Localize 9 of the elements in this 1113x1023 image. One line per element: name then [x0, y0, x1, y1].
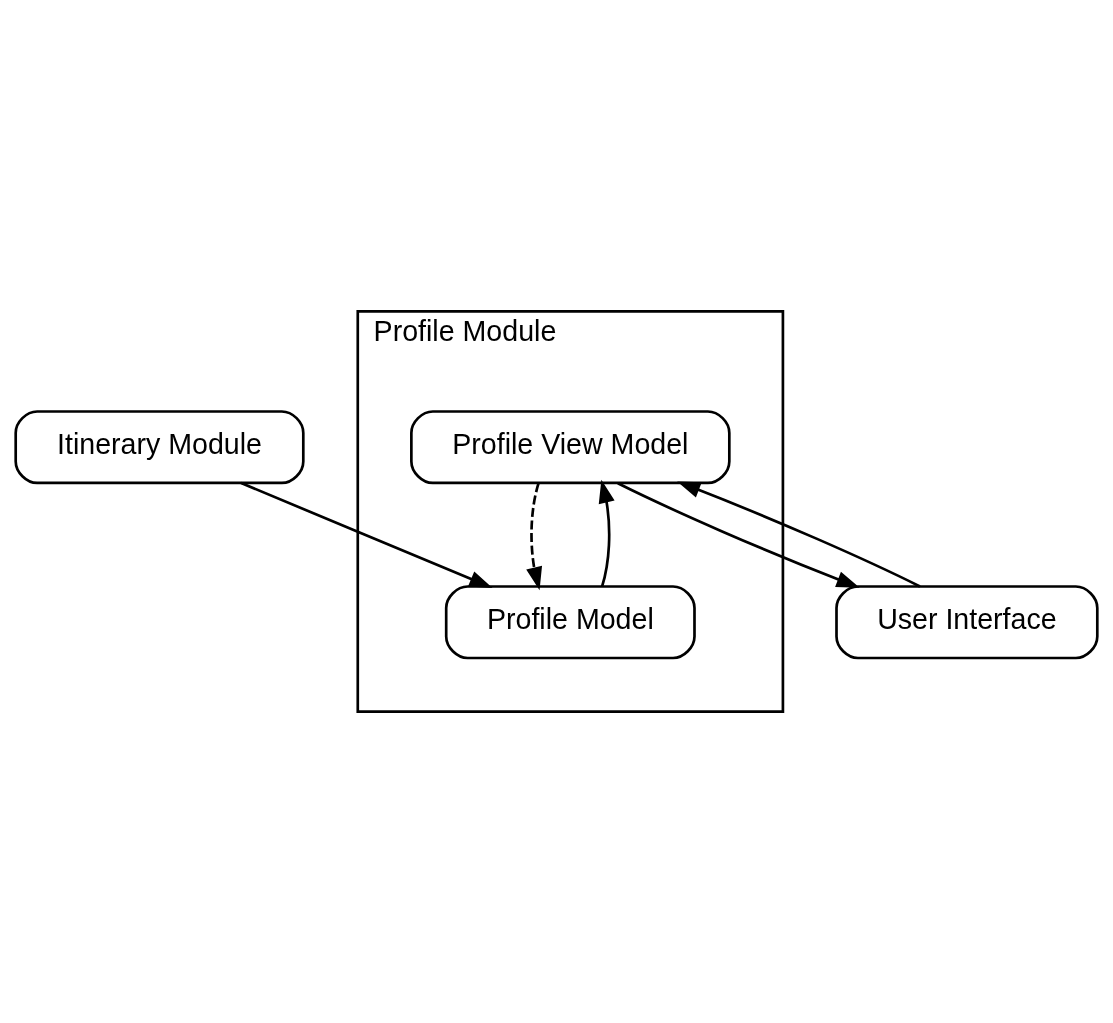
node-box: User Interface [835, 585, 1099, 660]
arrow [598, 479, 615, 587]
node-box: Itinerary Module [14, 410, 305, 485]
arrow [677, 481, 921, 588]
node-box: Profile View Model [410, 410, 731, 485]
arrow [617, 482, 860, 588]
node-box: Profile Model [444, 585, 696, 660]
arrow [240, 481, 493, 588]
arrow [526, 483, 543, 591]
